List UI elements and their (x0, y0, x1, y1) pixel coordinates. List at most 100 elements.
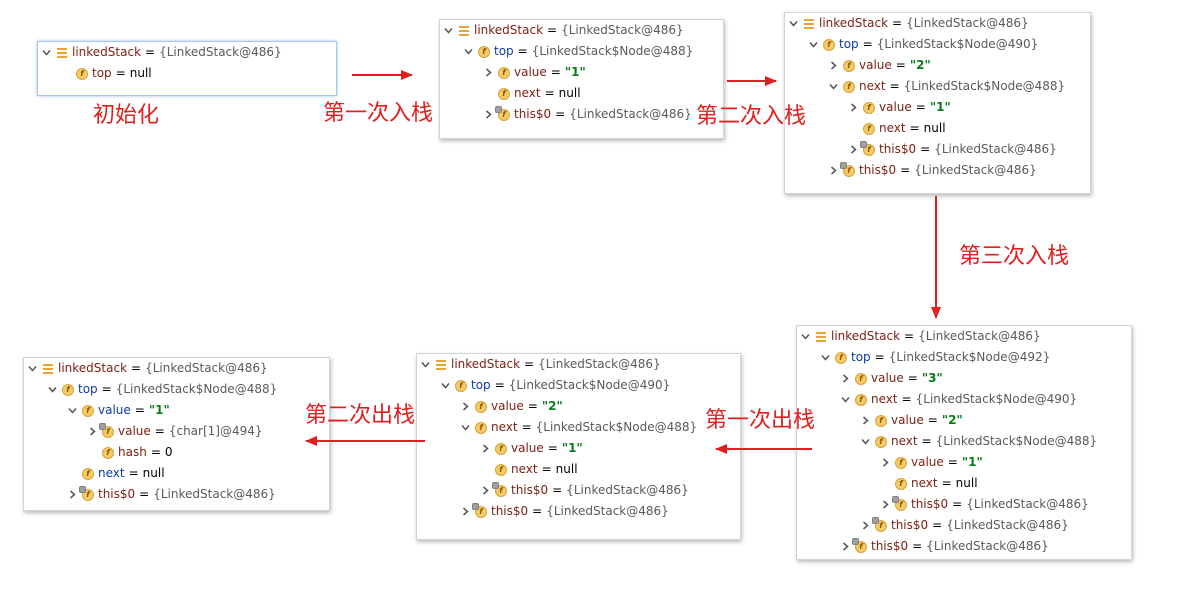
variable-name: next (514, 86, 541, 100)
chevron-right-icon[interactable] (848, 97, 859, 118)
label-pop1: 第一次出栈 (705, 408, 816, 433)
field-icon: f (875, 414, 887, 427)
equals-sign: = (952, 497, 963, 511)
equals-sign: = (862, 37, 873, 51)
chevron-right-icon[interactable] (480, 438, 491, 459)
variable-name: next (491, 420, 518, 434)
chevron-right-icon[interactable] (848, 139, 859, 160)
chevron-down-icon[interactable] (800, 326, 811, 347)
tree-row[interactable]: linkedStack={LinkedStack@486} (27, 358, 268, 379)
field-icon: f (82, 467, 94, 480)
tree-row[interactable]: linkedStack={LinkedStack@486} (41, 42, 282, 63)
chevron-right-icon[interactable] (860, 410, 871, 431)
variable-name: this$0 (98, 487, 136, 501)
chevron-down-icon[interactable] (41, 42, 52, 63)
equals-sign: = (139, 487, 150, 501)
chevron-right-icon[interactable] (460, 396, 471, 417)
tree-row[interactable]: linkedStack={LinkedStack@486} (443, 20, 684, 41)
variable-value: {LinkedStack@486} (934, 142, 1057, 156)
chevron-right-icon[interactable] (460, 501, 471, 522)
variable-value: {LinkedStack@486} (153, 487, 276, 501)
chevron-right-icon[interactable] (880, 494, 891, 515)
chevron-right-icon[interactable] (840, 368, 851, 389)
chevron-right-icon[interactable] (828, 160, 839, 181)
variable-value: {LinkedStack$Node@488} (531, 44, 694, 58)
chevron-down-icon[interactable] (420, 354, 431, 375)
variable-name: this$0 (891, 518, 929, 532)
chevron-down-icon[interactable] (27, 358, 38, 379)
chevron-down-icon[interactable] (808, 34, 819, 55)
chevron-down-icon[interactable] (788, 13, 799, 34)
chevron-down-icon[interactable] (443, 20, 454, 41)
equals-sign: = (154, 424, 165, 438)
chevron-down-icon[interactable] (828, 76, 839, 97)
chevron-right-icon[interactable] (840, 536, 851, 557)
chevron-right-icon[interactable] (483, 62, 494, 83)
equals-sign: = (912, 539, 923, 553)
field-icon: f (82, 404, 94, 417)
chevron-right-icon[interactable] (67, 484, 78, 505)
chevron-down-icon[interactable] (67, 400, 78, 421)
chevron-down-icon[interactable] (460, 417, 471, 438)
tree-row[interactable]: f this$0={LinkedStack@486} (67, 484, 276, 505)
variable-name: next (911, 476, 938, 490)
tree-row[interactable]: linkedStack={LinkedStack@486} (788, 13, 1029, 34)
chevron-right-icon[interactable] (87, 421, 98, 442)
chevron-right-icon[interactable] (860, 515, 871, 536)
locked-field-icon: f (79, 485, 94, 501)
chevron-right-icon[interactable] (483, 104, 494, 125)
chevron-right-icon[interactable] (828, 55, 839, 76)
chevron-down-icon[interactable] (463, 41, 474, 62)
chevron-right-icon[interactable] (880, 452, 891, 473)
tree-row[interactable]: linkedStack={LinkedStack@486} (420, 354, 661, 375)
chevron-down-icon[interactable] (860, 431, 871, 452)
variable-value: {LinkedStack$Node@488} (115, 382, 278, 396)
chevron-right-icon[interactable] (480, 480, 491, 501)
variable-name: hash (118, 445, 147, 459)
chevron-down-icon[interactable] (820, 347, 831, 368)
equals-sign: = (941, 476, 952, 490)
field-icon: f (478, 45, 490, 58)
chevron-down-icon[interactable] (440, 375, 451, 396)
tree-row[interactable]: linkedStack={LinkedStack@486} (800, 326, 1041, 347)
chevron-down-icon[interactable] (840, 389, 851, 410)
chevron-down-icon[interactable] (47, 379, 58, 400)
